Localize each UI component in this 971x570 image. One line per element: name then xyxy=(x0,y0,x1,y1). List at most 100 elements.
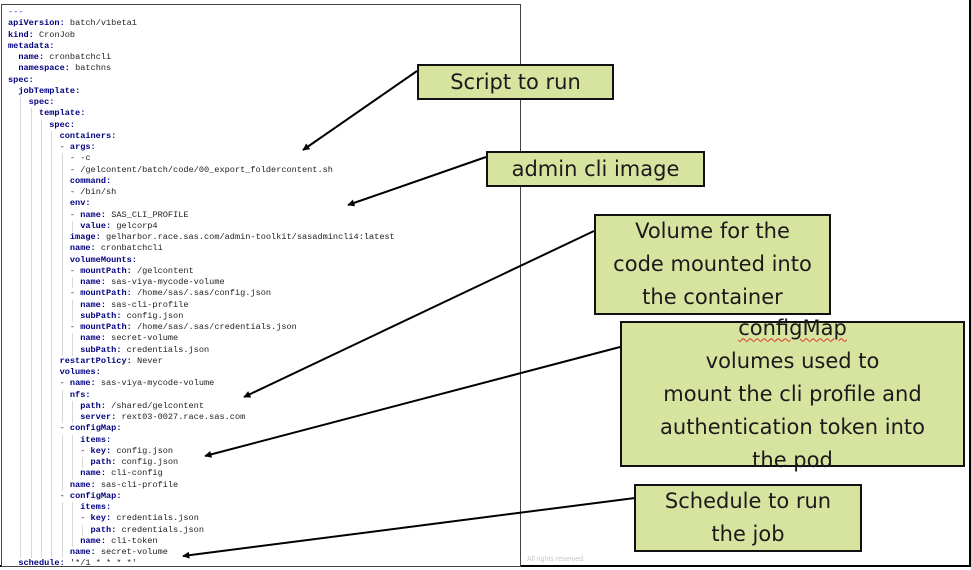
indent-guide xyxy=(51,198,53,210)
indent-guide xyxy=(30,400,32,412)
indent-guide xyxy=(40,513,42,525)
code-line: name: cronbatchcli xyxy=(8,243,395,255)
indent-guide xyxy=(20,299,22,311)
code-line: spec: xyxy=(8,119,395,131)
indent-guide xyxy=(20,457,22,469)
yaml-key: configMap xyxy=(69,423,117,434)
arrow-schedule xyxy=(182,497,636,559)
indent-guide xyxy=(20,97,22,109)
yaml-colon: : xyxy=(100,209,107,220)
indent-guide xyxy=(51,490,53,502)
code-line: name: sas-cli-profile xyxy=(8,479,395,491)
indent-guide xyxy=(30,479,32,491)
indent-guide xyxy=(30,535,32,547)
indent-guide xyxy=(61,187,63,199)
yaml-value: /gelcontent/batch/code/00_export_folderc… xyxy=(80,164,333,175)
indent-guide xyxy=(20,288,22,300)
arrow-configmap xyxy=(204,346,621,458)
indent-guide xyxy=(20,412,22,424)
yaml-key: metadata xyxy=(8,40,50,51)
yaml-colon: : xyxy=(69,119,76,130)
yaml-value: /bin/sh xyxy=(80,187,117,197)
yaml-value: /home/sas/.sas/config.json xyxy=(131,288,272,299)
yaml-value: cli-config xyxy=(106,468,163,479)
indent-guide xyxy=(30,265,32,277)
yaml-key: key xyxy=(90,513,107,524)
callout-line: Volume for the xyxy=(635,219,790,243)
indent-guide xyxy=(51,232,53,244)
indent-guide xyxy=(30,130,32,142)
indent-guide xyxy=(40,310,42,322)
indent-guide xyxy=(30,108,32,120)
indent-guide xyxy=(40,423,42,435)
indent-guide xyxy=(51,457,53,469)
yaml-colon: : xyxy=(80,108,86,119)
indent-guide xyxy=(30,119,32,131)
yaml-colon: : xyxy=(111,524,117,535)
indent-guide xyxy=(30,434,32,446)
yaml-key: args xyxy=(69,142,91,152)
indent-guide xyxy=(30,209,32,221)
indent-guide xyxy=(20,254,22,266)
yaml-key: subPath xyxy=(80,310,117,321)
indent-guide xyxy=(20,277,22,289)
yaml-value: batchns xyxy=(69,63,112,74)
yaml-key: items xyxy=(80,502,106,512)
yaml-colon: : xyxy=(100,468,107,479)
indent-guide xyxy=(71,220,73,232)
indent-guide xyxy=(51,367,53,379)
indent-guide xyxy=(51,344,53,356)
yaml-colon: : xyxy=(106,220,112,231)
arrow-script xyxy=(302,70,418,151)
code-line: - name: SAS_CLI_PROFILE xyxy=(8,209,395,221)
indent-guide xyxy=(20,434,22,446)
indent-guide xyxy=(20,175,22,187)
indent-guide xyxy=(30,153,32,165)
indent-guide xyxy=(20,367,22,379)
indent-guide xyxy=(82,457,84,469)
indent-guide xyxy=(20,153,22,165)
indent-guide xyxy=(71,457,73,469)
indent-guide xyxy=(20,490,22,502)
yaml-colon: : xyxy=(90,547,96,557)
indent-guide xyxy=(40,119,42,131)
yaml-value: /gelcontent xyxy=(131,265,194,276)
yaml-value: SAS_CLI_PROFILE xyxy=(106,209,189,220)
yaml-colon: : xyxy=(116,423,122,434)
yaml-value: rext03-0027.race.sas.com xyxy=(116,412,246,422)
indent-guide xyxy=(40,502,42,514)
yaml-value: CronJob xyxy=(33,29,76,40)
yaml-value: config.json xyxy=(121,310,184,321)
yaml-key: command xyxy=(69,175,106,186)
code-line: name: cronbatchcli xyxy=(8,52,395,63)
yaml-key: server xyxy=(80,412,112,422)
yaml-key: name xyxy=(80,333,101,344)
yaml-key: path xyxy=(80,400,101,411)
yaml-key: mountPath xyxy=(80,265,127,276)
yaml-colon: : xyxy=(126,322,132,332)
callout-line: configMap volumes used to xyxy=(660,312,925,378)
yaml-colon: : xyxy=(28,29,34,40)
indent-guide xyxy=(51,153,53,165)
indent-guide xyxy=(71,513,73,525)
indent-guide xyxy=(30,164,32,176)
indent-guide xyxy=(20,220,22,232)
callout-text: Script to run xyxy=(450,66,581,99)
yaml-value: gelcorp4 xyxy=(111,220,158,231)
yaml-colon: : xyxy=(59,558,65,569)
code-line: containers: xyxy=(8,130,395,142)
indent-guide xyxy=(71,299,73,311)
yaml-colon: : xyxy=(100,299,107,310)
indent-guide xyxy=(61,220,63,232)
indent-guide xyxy=(30,254,32,266)
indent-guide xyxy=(61,198,63,210)
yaml-key: name xyxy=(80,209,101,220)
indent-guide xyxy=(20,198,22,210)
indent-guide xyxy=(71,502,73,514)
indent-guide xyxy=(61,164,63,176)
yaml-key: name xyxy=(69,378,91,389)
indent-guide xyxy=(30,344,32,356)
indent-guide xyxy=(61,502,63,514)
indent-guide xyxy=(61,209,63,221)
indent-guide xyxy=(61,434,63,446)
